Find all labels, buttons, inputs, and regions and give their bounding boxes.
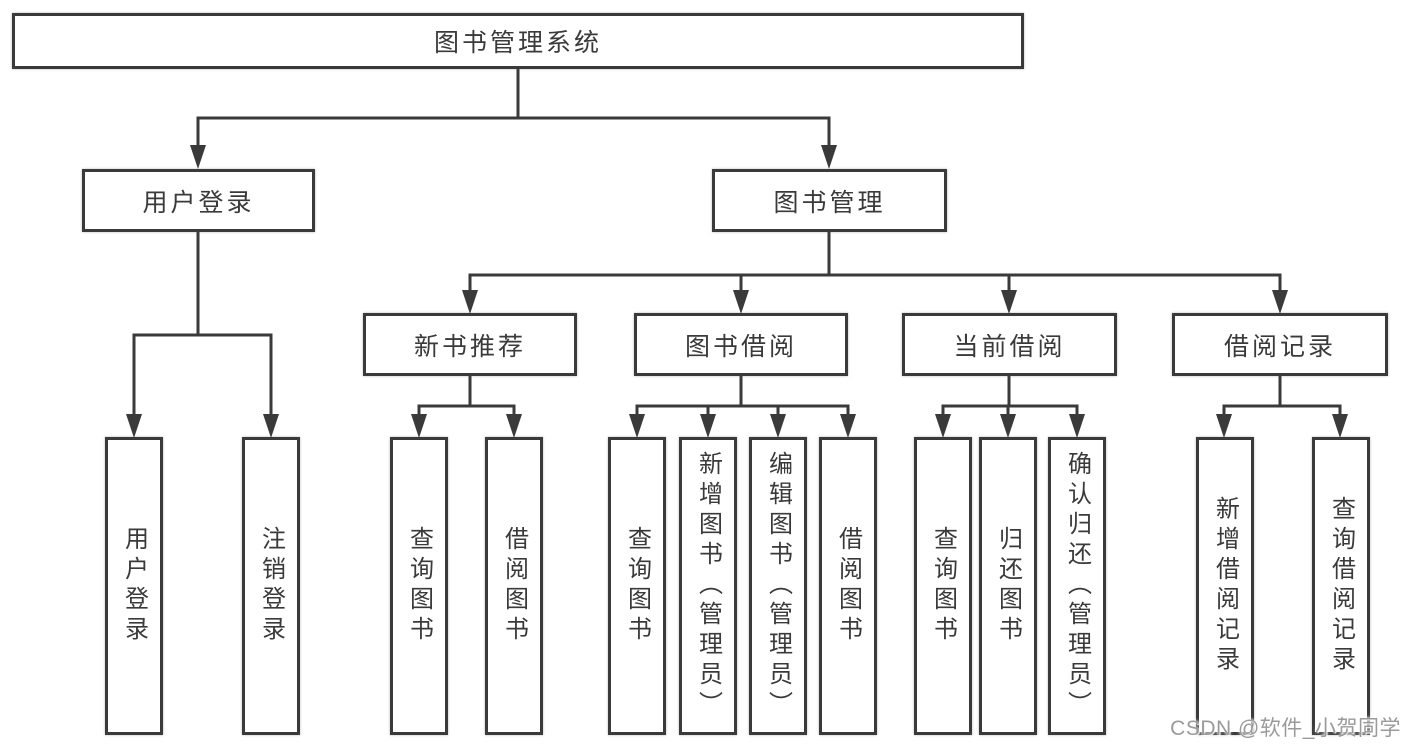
leaf-return-books-label: 归还图书 — [994, 526, 1022, 646]
leaf-query-books-borrowing: 查询图书 — [608, 437, 666, 735]
arrowhead-icon — [263, 414, 279, 438]
leaf-query-borrow-record: 查询借阅记录 — [1312, 437, 1370, 735]
arrowhead-icon — [190, 145, 206, 169]
leaf-add-borrow-record-label: 新增借阅记录 — [1211, 496, 1239, 676]
node-root-label: 图书管理系统 — [433, 29, 602, 57]
arrowhead-icon — [506, 414, 522, 438]
arrowhead-icon — [935, 414, 951, 438]
leaf-user-login: 用户登录 — [105, 437, 163, 735]
node-user-login-label: 用户登录 — [142, 188, 255, 217]
leaf-logout-login-label: 注销登录 — [257, 526, 285, 646]
arrowhead-icon — [700, 414, 716, 438]
leaf-edit-books-admin-label: 编辑图书（管理员） — [764, 451, 792, 721]
leaf-add-borrow-record: 新增借阅记录 — [1196, 437, 1254, 735]
leaf-edit-books-admin: 编辑图书（管理员） — [749, 437, 807, 735]
arrowhead-icon — [462, 290, 478, 314]
node-user-login: 用户登录 — [82, 169, 315, 232]
node-book-management: 图书管理 — [712, 169, 947, 232]
node-new-book-recommendation: 新书推荐 — [363, 313, 577, 376]
leaf-query-books-recommend-label: 查询图书 — [405, 526, 433, 646]
leaf-logout-login: 注销登录 — [242, 437, 300, 735]
leaf-borrow-books-recommend: 借阅图书 — [485, 437, 543, 735]
leaf-borrow-books-borrowing-label: 借阅图书 — [834, 526, 862, 646]
arrowhead-icon — [411, 414, 427, 438]
node-book-borrowing: 图书借阅 — [634, 313, 848, 376]
leaf-user-login-label: 用户登录 — [120, 526, 148, 646]
arrowhead-icon — [1216, 414, 1232, 438]
leaf-return-books: 归还图书 — [979, 437, 1037, 735]
connector-lines — [132, 66, 1342, 420]
leaf-borrow-books-borrowing: 借阅图书 — [819, 437, 877, 735]
leaf-query-books-recommend: 查询图书 — [390, 437, 448, 735]
arrowhead-icon — [733, 290, 749, 314]
node-current-borrowing-label: 当前借阅 — [953, 332, 1066, 361]
watermark: CSDN @软件_小贺同学 — [1170, 717, 1401, 740]
arrowhead-icon — [770, 414, 786, 438]
leaf-query-books-current: 查询图书 — [914, 437, 972, 735]
leaf-borrow-books-recommend-label: 借阅图书 — [500, 526, 528, 646]
node-root: 图书管理系统 — [12, 13, 1024, 69]
arrowhead-icon — [1000, 414, 1016, 438]
node-borrowing-records: 借阅记录 — [1172, 313, 1388, 376]
arrowhead-icon — [1001, 290, 1017, 314]
arrowhead-icon — [821, 145, 837, 169]
node-borrowing-records-label: 借阅记录 — [1223, 332, 1336, 361]
arrowhead-icon — [1332, 414, 1348, 438]
node-new-book-recommendation-label: 新书推荐 — [413, 332, 526, 361]
node-current-borrowing: 当前借阅 — [902, 313, 1117, 376]
leaf-confirm-return-admin: 确认归还（管理员） — [1048, 437, 1106, 735]
leaf-add-books-admin: 新增图书（管理员） — [679, 437, 737, 735]
arrowhead-icon — [1069, 414, 1085, 438]
node-book-management-label: 图书管理 — [773, 188, 886, 217]
leaf-add-books-admin-label: 新增图书（管理员） — [694, 451, 722, 721]
leaf-confirm-return-admin-label: 确认归还（管理员） — [1063, 451, 1091, 721]
arrowhead-icon — [629, 414, 645, 438]
arrowhead-icon — [840, 414, 856, 438]
leaf-query-books-current-label: 查询图书 — [929, 526, 957, 646]
leaf-query-borrow-record-label: 查询借阅记录 — [1327, 496, 1355, 676]
leaf-query-books-borrowing-label: 查询图书 — [623, 526, 651, 646]
arrowhead-icon — [126, 414, 142, 438]
node-book-borrowing-label: 图书借阅 — [684, 332, 797, 361]
arrowhead-icon — [1272, 290, 1288, 314]
